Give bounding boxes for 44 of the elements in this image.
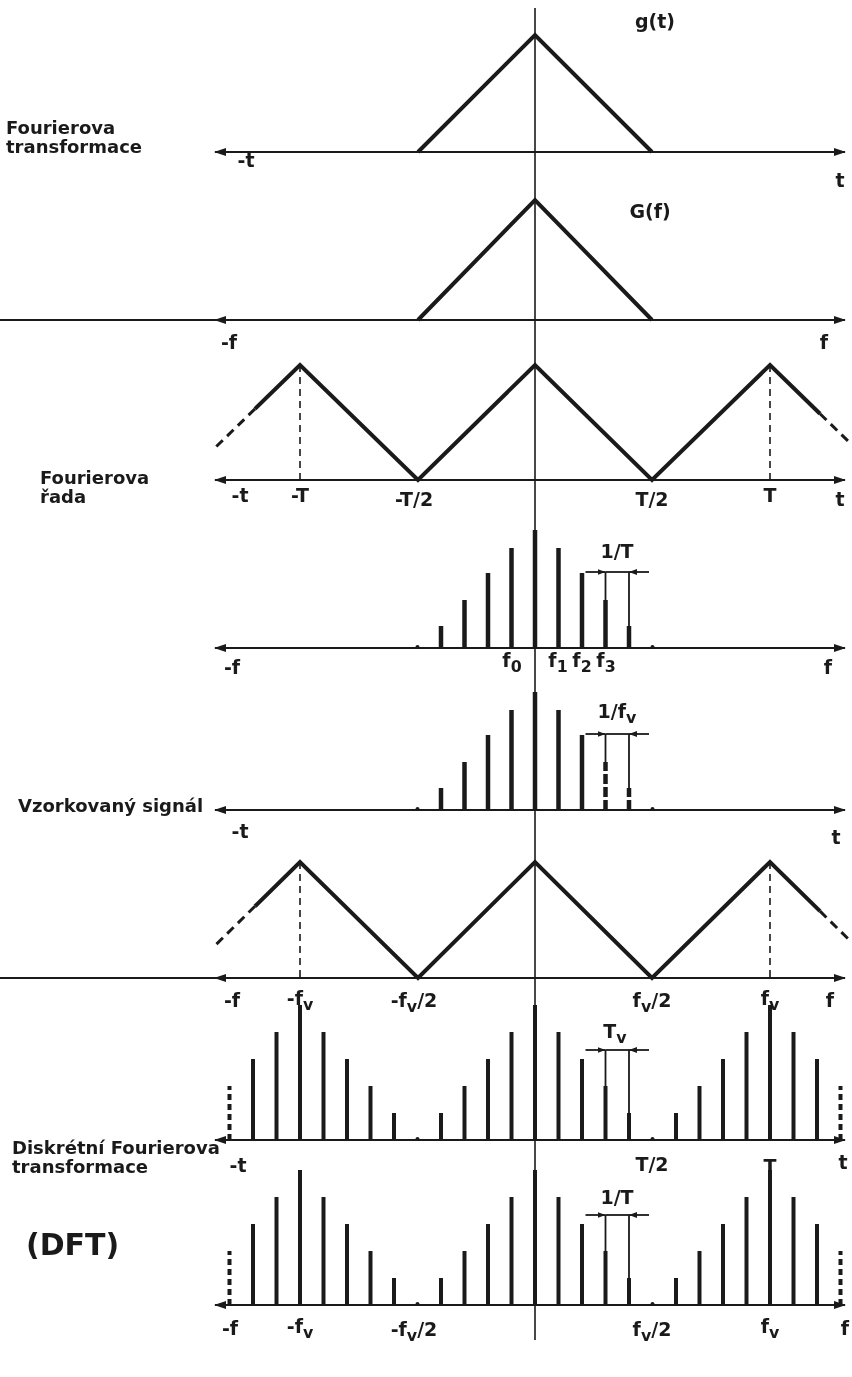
panel-title: Fourierova transformace — [6, 119, 143, 157]
axis-label: g(t) — [634, 12, 676, 32]
axis-label: -t — [231, 486, 249, 506]
fraction-label: 1/T — [600, 1188, 634, 1208]
fraction-label: -f$_{v}$/2 — [390, 990, 438, 1016]
fraction-label: -T/2 — [394, 490, 434, 510]
axis-label: f$_{0}$ — [502, 650, 522, 676]
axis-label: t — [835, 490, 845, 510]
axis-label: f$_{v}$ — [760, 988, 780, 1014]
axis-label: -f — [221, 1319, 239, 1339]
axis-label: f$_{1}$ — [548, 650, 568, 676]
axis-label: t — [835, 171, 845, 191]
axis-label: f$_{v}$ — [760, 1316, 780, 1342]
fraction-label: 1/T — [600, 542, 634, 562]
axis-label: -T — [290, 486, 310, 506]
panel-title: Vzorkovaný signál — [18, 796, 205, 816]
axis-label: f — [840, 1319, 850, 1339]
fraction-label: f$_{v}$/2 — [632, 990, 672, 1016]
panel-title: (DFT) — [26, 1229, 121, 1261]
axis-label: -t — [229, 1156, 247, 1176]
axis-label: f — [819, 333, 829, 353]
panel-title: Fourierova řada — [40, 469, 151, 507]
axis-label: f — [825, 991, 835, 1011]
fraction-label: T/2 — [635, 490, 669, 510]
axis-label: -f — [223, 658, 241, 678]
fraction-label: -f$_{v}$/2 — [390, 1319, 438, 1345]
panel-title: Diskrétní Fourierova transformace — [12, 1139, 221, 1177]
axis-label: -t — [231, 822, 249, 842]
axis-label: T$_{v}$ — [603, 1021, 627, 1047]
axis-label: G(f) — [629, 202, 671, 222]
fraction-label: 1/f$_{v}$ — [597, 701, 637, 727]
axis-label: -f$_{v}$ — [286, 988, 314, 1014]
axis-label: f — [823, 658, 833, 678]
axis-label: f$_{3}$ — [596, 650, 616, 676]
axis-label: -t — [237, 151, 255, 171]
axis-label: t — [838, 1153, 848, 1173]
fraction-label: T/2 — [635, 1155, 669, 1175]
fraction-label: f$_{v}$/2 — [632, 1319, 672, 1345]
axis-label: T — [763, 486, 777, 506]
axis-label: -f — [223, 991, 241, 1011]
axis-label: t — [831, 828, 841, 848]
axis-label: f$_{2}$ — [572, 650, 592, 676]
axis-label: -f$_{v}$ — [286, 1316, 314, 1342]
axis-label: -f — [220, 333, 238, 353]
